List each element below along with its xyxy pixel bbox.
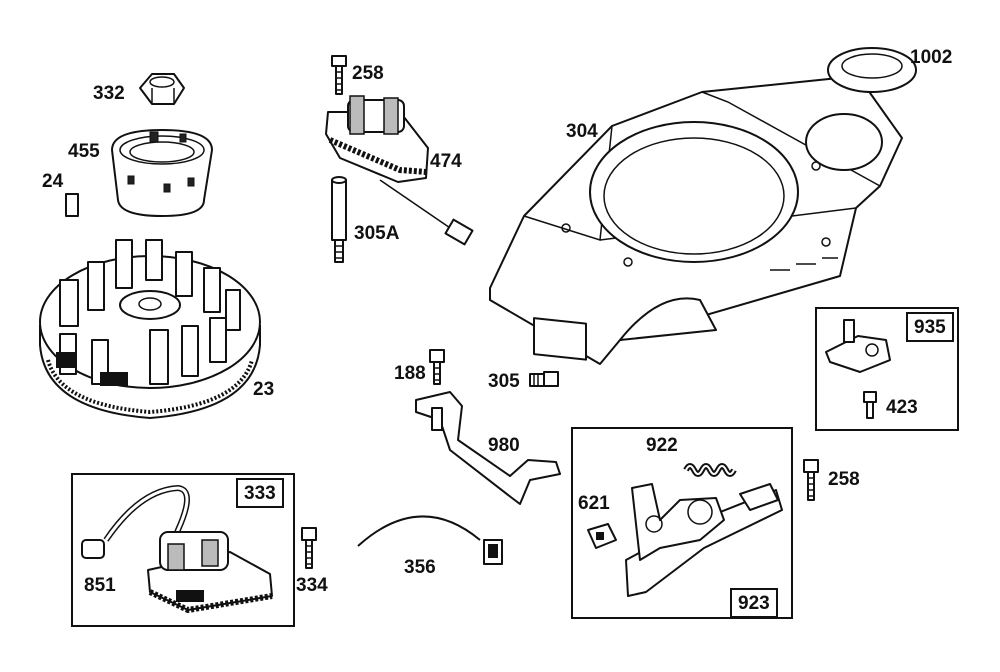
key-24-drawing — [65, 193, 79, 217]
part-label-474: 474 — [430, 151, 462, 172]
part-label-305: 305 — [488, 371, 520, 392]
part-label-188: 188 — [394, 363, 426, 384]
part-label-334: 334 — [296, 575, 328, 596]
bracket-980-drawing — [415, 391, 561, 505]
part-label-455: 455 — [68, 141, 100, 162]
part-label-24: 24 — [42, 171, 64, 192]
part-label-851: 851 — [84, 575, 116, 596]
flywheel-23-drawing — [39, 239, 261, 419]
spacer-305a-drawing — [331, 176, 347, 263]
kit-number-935: 935 — [906, 312, 954, 342]
armature-474-drawing — [325, 95, 474, 246]
part-label-1002: 1002 — [910, 47, 953, 68]
part-label-304: 304 — [566, 121, 598, 142]
part-label-258-top: 258 — [352, 63, 384, 84]
part-label-23: 23 — [253, 379, 275, 400]
kit-number-923: 923 — [730, 588, 778, 618]
part-label-305a: 305A — [354, 223, 400, 244]
part-label-258-right: 258 — [828, 469, 860, 490]
part-label-332: 332 — [93, 83, 125, 104]
part-label-423: 423 — [886, 397, 918, 418]
screw-188-drawing — [429, 349, 445, 385]
part-label-980: 980 — [488, 435, 520, 456]
wire-356-drawing — [357, 515, 503, 565]
screw-305-drawing — [529, 371, 559, 387]
part-label-922: 922 — [646, 435, 678, 456]
kit-number-333: 333 — [236, 478, 284, 508]
screw-334-drawing — [301, 527, 317, 569]
screw-258-drawing — [331, 55, 347, 95]
starter-cup-455-drawing — [111, 129, 213, 217]
part-label-621: 621 — [578, 493, 610, 514]
part-label-356: 356 — [404, 557, 436, 578]
screw-258-right-drawing — [803, 459, 819, 501]
kit-923-drawing — [571, 427, 793, 619]
blower-housing-304-drawing — [489, 75, 903, 365]
grommet-1002-drawing — [827, 47, 917, 93]
nut-332-drawing — [139, 73, 185, 105]
